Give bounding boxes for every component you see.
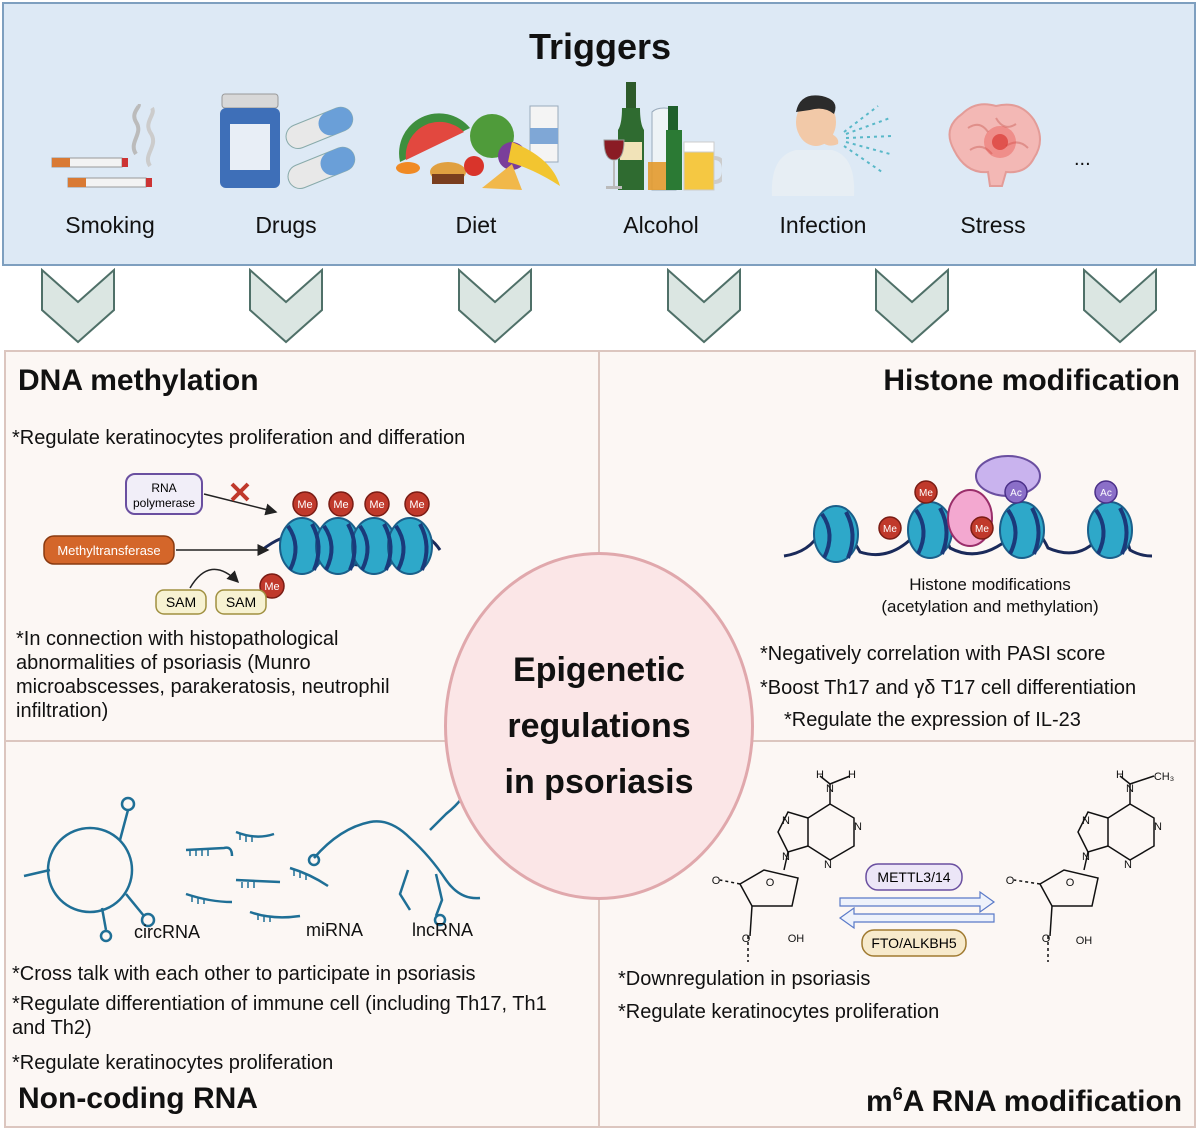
ncrna-point-2: *Regulate differentiation of immune cell… (12, 993, 547, 1039)
me-label: Me (297, 499, 312, 511)
center-title-line-1: Epigenetic (513, 651, 685, 689)
trigger-label-smoking: Smoking (65, 212, 155, 238)
brain-icon (948, 103, 1041, 187)
atom-label: N (1124, 859, 1132, 871)
me-label: Me (409, 499, 424, 511)
atom-label: N (854, 821, 862, 833)
atom-label: O (766, 877, 775, 889)
ac-label: Ac (1010, 488, 1022, 499)
atom-label: N (824, 859, 832, 871)
trigger-label-diet: Diet (455, 212, 497, 238)
atom-label: CH₃ (1154, 771, 1174, 783)
alcohol-icon (603, 82, 722, 191)
non-coding-rna-title: Non-coding RNA (18, 1082, 258, 1115)
atom-label: O (1066, 877, 1075, 889)
chevron-down-icon (1083, 268, 1157, 344)
dna-methylation-title: DNA methylation (18, 364, 259, 397)
blocked-cross-icon (230, 482, 250, 502)
atom-label: OH (1076, 935, 1093, 947)
dna-methylation-point-1: *Regulate keratinocytes proliferation an… (12, 427, 466, 449)
chevron-down-icon (249, 268, 323, 344)
atom-label: O (1042, 933, 1051, 945)
atom-label: N (1154, 821, 1162, 833)
atom-label: N (826, 783, 834, 795)
pill-bottle-icon (220, 93, 356, 189)
more-triggers-ellipsis: ... (1074, 148, 1091, 170)
coughing-person-icon (771, 95, 893, 196)
atom-label: N (1126, 783, 1134, 795)
trigger-label-drugs: Drugs (255, 212, 317, 238)
histone-caption-line-2: (acetylation and methylation) (881, 597, 1099, 616)
trigger-label-infection: Infection (779, 212, 867, 238)
cigarette-icon (51, 104, 156, 188)
ncrna-point-3: *Regulate keratinocytes proliferation (12, 1052, 334, 1074)
me-label: Me (264, 581, 279, 593)
writer-label: METTL3/14 (877, 869, 950, 885)
dna-methylation-diagram: Me Me Me Me Me RNA polymerase Methyltran… (43, 473, 442, 615)
atom-label: N (782, 851, 790, 863)
histone-diagram: Me Me Me Ac Ac (783, 455, 1153, 563)
triggers-title: Triggers (528, 26, 672, 67)
me-label: Me (369, 499, 384, 511)
ncrna-diagram (23, 796, 481, 943)
food-icon (396, 105, 560, 190)
atom-label: N (1082, 851, 1090, 863)
chevron-down-icon (458, 268, 532, 344)
m6a-title-post: A RNA modification (902, 1085, 1183, 1118)
m6a-title: m6A RNA modification (866, 1084, 1183, 1119)
methyltransferase-label: Methyltransferase (57, 543, 160, 558)
atom-label: O (712, 875, 721, 887)
atom-label: H (848, 769, 856, 781)
histone-point-3: *Regulate the expression of IL-23 (784, 709, 1081, 731)
trigger-label-alcohol: Alcohol (623, 212, 699, 238)
histone-modification-title: Histone modification (883, 364, 1180, 397)
chevron-down-icon (667, 268, 741, 344)
ac-label: Ac (1100, 488, 1112, 499)
m6a-title-pre: m (866, 1085, 893, 1118)
me-label: Me (975, 524, 989, 535)
atom-label: OH (788, 933, 805, 945)
dna-methylation-point-2: *In connection with histopathological ab… (16, 628, 390, 722)
histone-point-2: *Boost Th17 and γδ T17 cell differentiat… (760, 677, 1137, 699)
ncrna-point-1: *Cross talk with each other to participa… (12, 963, 476, 985)
atom-label: O (742, 933, 751, 945)
atom-label: N (782, 815, 790, 827)
m6a-point-2: *Regulate keratinocytes proliferation (618, 1001, 940, 1023)
sam-label: SAM (226, 594, 256, 610)
atom-label: H (816, 769, 824, 781)
m6a-chemistry-diagram: H H N N N N N O O O OH H CH₃ N N N N N O… (712, 769, 1174, 962)
rna-polymerase-label-1: RNA (151, 481, 176, 495)
center-title: Epigenetic regulations in psoriasis (444, 642, 754, 810)
eraser-label: FTO/ALKBH5 (871, 935, 957, 951)
center-oval (444, 552, 754, 900)
histone-caption: Histone modifications (acetylation and m… (800, 574, 1180, 618)
mirna-label: miRNA (306, 920, 363, 940)
atom-label: N (1082, 815, 1090, 827)
histone-caption-line-1: Histone modifications (909, 575, 1071, 594)
sam-label: SAM (166, 594, 196, 610)
circrna-label: circRNA (134, 922, 200, 942)
trigger-label-stress: Stress (960, 212, 1026, 238)
m6a-point-1: *Downregulation in psoriasis (618, 968, 871, 990)
atom-label: O (1006, 875, 1015, 887)
atom-label: H (1116, 769, 1124, 781)
m6a-title-sup: 6 (892, 1084, 903, 1104)
center-title-line-3: in psoriasis (504, 763, 694, 801)
me-label: Me (919, 488, 933, 499)
chevron-down-icon (41, 268, 115, 344)
center-title-line-2: regulations (507, 707, 691, 745)
chevron-down-icon (875, 268, 949, 344)
lncrna-label: lncRNA (412, 920, 474, 940)
me-label: Me (333, 499, 348, 511)
rna-polymerase-label-2: polymerase (133, 496, 195, 510)
me-label: Me (883, 524, 897, 535)
histone-point-1: *Negatively correlation with PASI score (760, 643, 1106, 665)
